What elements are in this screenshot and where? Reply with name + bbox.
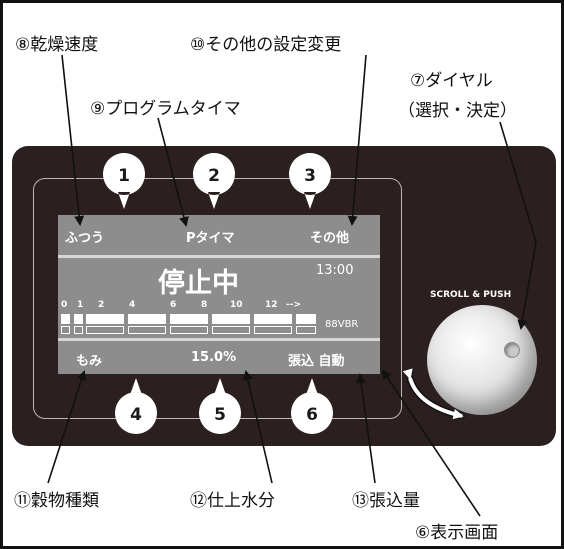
leader-other-settings	[347, 54, 367, 226]
timer-bar-segment	[296, 314, 316, 324]
timer-bar-outline	[212, 326, 250, 334]
scale-label: 10	[230, 300, 243, 310]
timer-bar-segment	[74, 314, 83, 324]
lcd-divider-bottom	[58, 338, 380, 341]
timer-bar-outline	[254, 326, 292, 334]
timer-bar-segment	[254, 314, 292, 324]
dial-label: SCROLL & PUSH	[430, 290, 512, 300]
scale-label: 1	[77, 300, 84, 310]
scale-label: 0	[61, 300, 68, 310]
timer-bar-outline	[86, 326, 124, 334]
scale-label: 2	[98, 300, 105, 310]
callout-other-settings: ⑩その他の設定変更	[190, 35, 342, 55]
softkey-button-3[interactable]: 3	[287, 151, 333, 213]
softkey-button-6[interactable]: 6	[289, 374, 335, 436]
timer-bar-outline	[128, 326, 166, 334]
dial-rotation-arrow	[410, 378, 462, 416]
softkey-button-1[interactable]: 1	[101, 151, 147, 213]
button-number-4: 4	[130, 405, 142, 425]
scale-label: 6	[170, 300, 177, 310]
timer-bar-outline	[170, 326, 208, 334]
callout-dial-line1: ⑦ダイヤル	[410, 71, 493, 91]
timer-bar-segment	[86, 314, 124, 324]
softkey-label-other: その他	[310, 231, 350, 246]
callout-dial-line2: （選択・決定）	[398, 101, 517, 121]
callout-program-timer: ⑨プログラムタイマ	[90, 99, 241, 119]
callout-grain-type: ⑪穀物種類	[14, 491, 99, 511]
button-number-6: 6	[306, 405, 318, 425]
softkey-button-4[interactable]: 4	[113, 374, 159, 436]
scale-label: -->	[286, 300, 302, 310]
callout-final-moisture: ⑫仕上水分	[190, 491, 275, 511]
timer-bar-segment	[212, 314, 250, 324]
button-number-3: 3	[304, 166, 316, 186]
softkey-label-grain-type: もみ	[76, 354, 103, 369]
scale-label: 4	[129, 300, 136, 310]
leader-program-timer	[157, 117, 189, 227]
timer-bar-outline	[296, 326, 316, 334]
softkey-label-final-moisture: 15.0%	[191, 350, 237, 365]
timer-bar-outline	[61, 326, 70, 334]
model-label: 88VBR	[325, 319, 359, 330]
leader-display-screen	[381, 369, 481, 517]
button-number-1: 1	[118, 166, 130, 186]
clock-display: 13:00	[316, 263, 354, 278]
timer-bar-segment	[170, 314, 208, 324]
leader-grain-type	[47, 370, 87, 484]
softkey-label-drying-speed: ふつう	[65, 231, 105, 246]
scale-label: 8	[201, 300, 208, 310]
dial-indicator	[504, 342, 520, 358]
leader-dial	[499, 121, 537, 330]
callout-drying-speed: ⑧乾燥速度	[15, 35, 99, 55]
leader-fill-amount	[356, 373, 376, 484]
status-text: 停止中	[158, 268, 239, 299]
softkey-button-2[interactable]: 2	[191, 151, 237, 213]
leader-final-moisture	[242, 370, 273, 484]
button-number-5: 5	[214, 405, 226, 425]
timer-bar-outline	[74, 326, 83, 334]
softkey-label-program-timer: Pタイマ	[186, 231, 235, 246]
button-number-2: 2	[208, 166, 220, 186]
callout-fill-amount: ⑬張込量	[352, 491, 420, 511]
callout-display-screen: ⑥表示画面	[415, 523, 499, 543]
timer-bar-segment	[128, 314, 166, 324]
scale-label: 12	[265, 300, 278, 310]
softkey-label-fill-amount: 張込 自動	[288, 354, 345, 369]
dial-rotation-arrow-inner	[408, 377, 463, 418]
lcd-divider-top	[58, 255, 380, 258]
timer-bar-segment	[61, 314, 70, 324]
leader-drying-speed	[61, 54, 85, 226]
softkey-button-5[interactable]: 5	[197, 374, 243, 436]
